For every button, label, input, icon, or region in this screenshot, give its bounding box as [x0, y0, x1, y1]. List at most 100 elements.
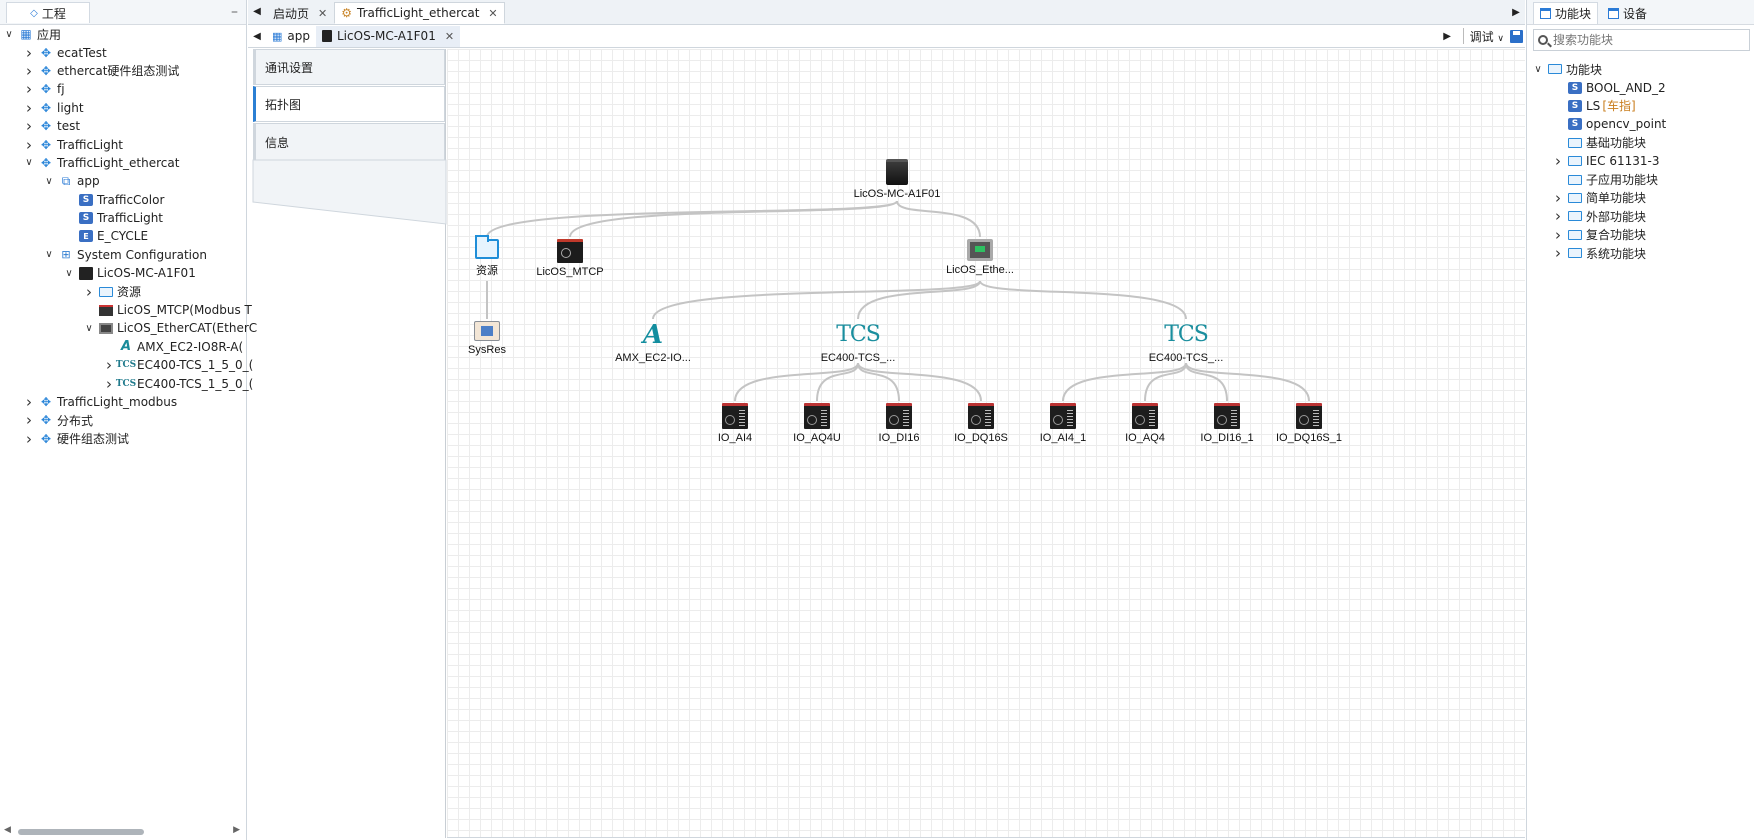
tree-item[interactable]: ›外部功能块: [1527, 207, 1754, 225]
tree-item[interactable]: ›复合功能块: [1527, 226, 1754, 244]
project-tab[interactable]: ◇ 工程: [6, 2, 90, 23]
tree-item[interactable]: ›✥TrafficLight: [0, 135, 247, 154]
tree-item[interactable]: ›✥light: [0, 99, 247, 117]
chevron-right-icon[interactable]: ›: [1555, 225, 1561, 244]
close-icon[interactable]: ✕: [444, 29, 455, 43]
chevron-right-icon[interactable]: ›: [26, 393, 32, 411]
debug-dropdown[interactable]: 调试 ∨: [1470, 28, 1504, 45]
tree-item[interactable]: ›SLS[车指]: [1527, 97, 1754, 115]
subtabs-scroll-right-icon[interactable]: ▶: [1443, 30, 1451, 42]
tabs-scroll-left-icon[interactable]: ◀: [253, 6, 261, 17]
tab-trafficlight-ethercat[interactable]: ⚙ TrafficLight_ethercat ✕: [334, 2, 505, 24]
tree-item[interactable]: ›✥TrafficLight_modbus: [0, 393, 247, 411]
topology-node[interactable]: IO_DI16: [839, 403, 959, 444]
save-icon[interactable]: [1510, 29, 1523, 43]
chevron-right-icon[interactable]: ›: [1555, 207, 1561, 226]
chevron-down-icon[interactable]: ∨: [1534, 63, 1542, 75]
side-tab-info[interactable]: 信息: [253, 123, 445, 161]
horizontal-scrollbar[interactable]: ◀ ▶: [4, 825, 240, 836]
tree-item[interactable]: ∨LicOS-MC-A1F01: [0, 264, 247, 282]
topology-node[interactable]: IO_AI4: [675, 403, 795, 444]
close-icon[interactable]: ✕: [318, 6, 328, 20]
chevron-right-icon[interactable]: ›: [1555, 152, 1561, 171]
chevron-right-icon[interactable]: ›: [26, 135, 32, 154]
tree-item[interactable]: ›系统功能块: [1527, 244, 1754, 262]
tree-item[interactable]: ›✥test: [0, 117, 247, 135]
chevron-right-icon[interactable]: ›: [26, 80, 32, 99]
close-icon[interactable]: ✕: [488, 6, 498, 20]
scrollbar-thumb[interactable]: [18, 829, 144, 835]
chevron-right-icon[interactable]: ›: [26, 429, 32, 448]
tree-item[interactable]: ›EE_CYCLE: [0, 227, 247, 245]
topology-node[interactable]: LicOS_Ethe...: [920, 239, 1040, 276]
tree-item[interactable]: ∨▦应用: [0, 25, 247, 43]
tree-item[interactable]: ›资源: [0, 282, 247, 301]
topology-node[interactable]: IO_AQ4U: [757, 403, 877, 444]
tabs-scroll-right-icon[interactable]: ▶: [1512, 7, 1520, 18]
topology-node[interactable]: IO_AI4_1: [1003, 403, 1123, 444]
minimize-icon[interactable]: –: [231, 4, 238, 20]
tree-item[interactable]: ›✥fj: [0, 80, 247, 98]
tree-item[interactable]: ›简单功能块: [1527, 189, 1754, 207]
subtab-app[interactable]: ▦ app: [266, 26, 316, 47]
chevron-right-icon[interactable]: ›: [26, 61, 32, 80]
topology-node[interactable]: IO_DQ16S: [921, 403, 1041, 444]
tab-start-page[interactable]: 启动页 ✕: [266, 2, 334, 24]
chevron-right-icon[interactable]: ›: [106, 356, 112, 375]
chevron-down-icon[interactable]: ∨: [25, 157, 33, 169]
tree-item[interactable]: ›✥硬件组态测试: [0, 430, 247, 448]
tab-devices[interactable]: 设备: [1602, 2, 1653, 24]
tree-item[interactable]: ›IEC 61131-3: [1527, 152, 1754, 170]
tree-item[interactable]: ›✥ecatTest: [0, 43, 247, 62]
subtabs-scroll-left-icon[interactable]: ◀: [253, 30, 261, 42]
topology-node[interactable]: IO_DI16_1: [1167, 403, 1287, 444]
chevron-down-icon[interactable]: ∨: [65, 267, 73, 279]
chevron-down-icon[interactable]: ∨: [85, 322, 93, 334]
side-tab-topology[interactable]: 拓扑图: [253, 86, 445, 122]
chevron-right-icon[interactable]: ›: [106, 374, 112, 393]
topology-node[interactable]: LicOS_MTCP: [510, 239, 630, 278]
tree-item[interactable]: ∨⧉app: [0, 172, 247, 190]
scroll-right-icon[interactable]: ▶: [233, 825, 240, 835]
chevron-right-icon[interactable]: ›: [86, 282, 92, 301]
chevron-right-icon[interactable]: ›: [26, 411, 32, 430]
topology-node[interactable]: 资源: [427, 235, 547, 278]
search-input[interactable]: [1553, 33, 1733, 47]
chevron-right-icon[interactable]: ›: [26, 43, 32, 62]
tree-item[interactable]: ∨功能块: [1527, 60, 1754, 78]
chevron-down-icon[interactable]: ∨: [45, 175, 53, 187]
tree-item[interactable]: ∨✥TrafficLight_ethercat: [0, 154, 247, 172]
tree-item[interactable]: ›✥分布式: [0, 411, 247, 429]
tree-item[interactable]: ›LicOS_MTCP(Modbus T: [0, 301, 252, 319]
subtab-device[interactable]: LicOS-MC-A1F01 ✕: [316, 25, 461, 47]
chevron-down-icon[interactable]: ∨: [5, 28, 13, 40]
topology-node[interactable]: SysRes: [427, 321, 547, 356]
topology-node[interactable]: IO_DQ16S_1: [1249, 403, 1369, 444]
chevron-down-icon[interactable]: ∨: [45, 249, 53, 261]
chevron-right-icon[interactable]: ›: [26, 98, 32, 117]
tree-item[interactable]: ∨LicOS_EtherCAT(EtherC: [0, 319, 257, 337]
tree-item[interactable]: ›子应用功能块: [1527, 170, 1754, 188]
scroll-left-icon[interactable]: ◀: [4, 825, 11, 835]
chevron-right-icon[interactable]: ›: [26, 117, 32, 136]
topology-node[interactable]: IO_AQ4: [1085, 403, 1205, 444]
tree-item[interactable]: ›✥ethercat硬件组态测试: [0, 62, 247, 80]
tree-item[interactable]: ∨⊞System Configuration: [0, 246, 247, 264]
chevron-right-icon[interactable]: ›: [1555, 188, 1561, 207]
tab-function-blocks[interactable]: 功能块: [1533, 2, 1599, 24]
chevron-right-icon[interactable]: ›: [1555, 244, 1561, 263]
tree-item[interactable]: ›基础功能块: [1527, 134, 1754, 152]
topology-node[interactable]: LicOS-MC-A1F01: [837, 159, 957, 200]
side-tab-comm-settings[interactable]: 通讯设置: [253, 49, 445, 85]
